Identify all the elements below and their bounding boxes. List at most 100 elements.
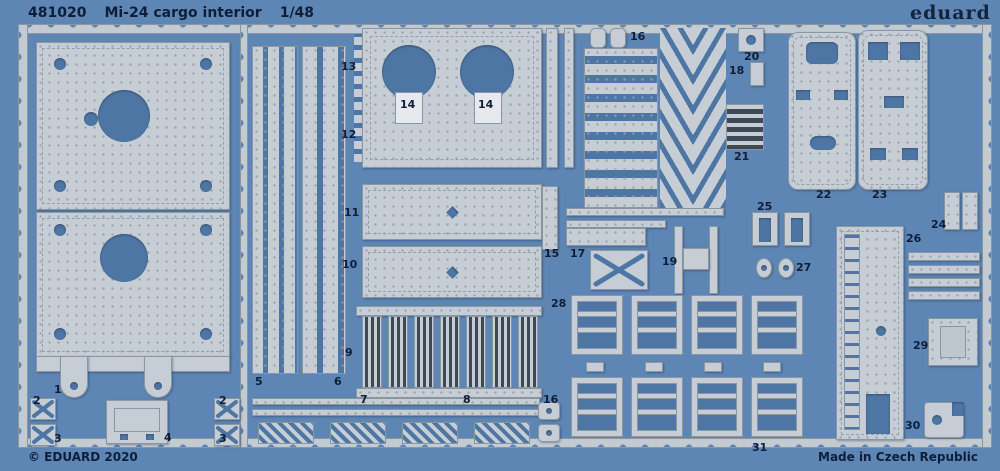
part-label: 30 (905, 419, 921, 432)
part-label: 9 (345, 346, 353, 359)
part-label: 18 (729, 64, 745, 77)
hole (70, 382, 78, 390)
block (683, 248, 709, 270)
hole (761, 265, 767, 271)
brand-logo: eduard (910, 2, 991, 24)
part-label: 29 (913, 339, 929, 352)
part-2-x-brace (214, 398, 240, 420)
cutout (884, 96, 904, 108)
part-3-x-brace (214, 424, 240, 446)
frame-bar (757, 311, 797, 317)
part-16 (590, 28, 606, 48)
product-title: Mi-24 cargo interior (104, 5, 262, 21)
etch-line (940, 326, 966, 358)
strip (908, 291, 980, 300)
hole (746, 35, 756, 45)
part-9-rib (518, 316, 538, 388)
cutout (870, 148, 886, 160)
cutout (868, 42, 888, 60)
slot (791, 218, 803, 242)
chevron-strips (660, 28, 726, 208)
cutout (810, 136, 836, 150)
bracket (645, 362, 663, 372)
frame-bar (697, 327, 737, 333)
notch (952, 402, 964, 416)
hole (460, 45, 514, 99)
hole (546, 408, 552, 414)
cutout (900, 42, 920, 60)
part-9-rail (356, 306, 542, 316)
hole (54, 180, 66, 192)
hatched-block (258, 422, 314, 444)
frame-bar (577, 409, 617, 415)
part-27 (778, 258, 794, 278)
part-18 (750, 62, 764, 86)
part-label: 6 (334, 375, 342, 388)
hatched-block (402, 422, 458, 444)
part-9-rib (440, 316, 460, 388)
slot-column (844, 234, 860, 430)
part-17-x-plate (590, 250, 648, 290)
part-9-rail (356, 388, 542, 398)
rail (709, 226, 718, 294)
bracket (704, 362, 722, 372)
hole (200, 224, 212, 236)
part-16 (538, 424, 560, 442)
fret-frame-mid-rail (240, 24, 248, 448)
part-28-frame (692, 296, 742, 354)
part-31-frame (752, 378, 802, 436)
scale: 1/48 (279, 5, 315, 21)
part-31-frame (692, 378, 742, 436)
part-label: 21 (734, 150, 750, 163)
hole (200, 328, 212, 340)
part-label: 11 (344, 206, 360, 219)
part-5-strips (252, 46, 298, 374)
part-25-channel (784, 212, 810, 246)
hole (54, 224, 66, 236)
frame-bar (577, 393, 617, 399)
part-19 (674, 226, 718, 294)
part-14-insert (474, 92, 502, 124)
part-23-panel (858, 30, 928, 190)
copyright: © EDUARD 2020 (28, 450, 138, 464)
frame-bar (757, 393, 797, 399)
bracket (586, 362, 604, 372)
hole (98, 90, 150, 142)
frame-bar (697, 393, 737, 399)
etch-line (114, 408, 160, 432)
part-9-rib (362, 316, 382, 388)
hole (546, 430, 552, 436)
frame-bar (697, 311, 737, 317)
strip (908, 252, 980, 261)
cutout (902, 148, 918, 160)
part-label: 26 (906, 232, 922, 245)
part-1-floor-panel-lower (36, 212, 230, 358)
frame-bar (637, 327, 677, 333)
part-8-rail (252, 409, 540, 416)
hole (783, 265, 789, 271)
cutout (834, 90, 848, 100)
hatched-block (330, 422, 386, 444)
hole (876, 326, 886, 336)
ladder-strips (584, 48, 658, 208)
rail (566, 220, 666, 228)
fret-frame-left (18, 24, 28, 448)
frame-bar (577, 327, 617, 333)
catalog-number: 481020 (28, 5, 87, 21)
part-9-rib (414, 316, 434, 388)
rail (674, 226, 683, 294)
cutout (806, 42, 838, 64)
part-28-frame (572, 296, 622, 354)
hole (54, 58, 66, 70)
part-1-tab (144, 356, 172, 398)
slot (759, 218, 771, 242)
hole (154, 382, 162, 390)
hatched-block (474, 422, 530, 444)
part-14-insert (395, 92, 423, 124)
hole (200, 58, 212, 70)
part-24 (962, 192, 978, 230)
part-25-channel (752, 212, 778, 246)
part-21-striped-block (726, 104, 764, 150)
frame-bar (577, 311, 617, 317)
part-label: 28 (551, 297, 567, 310)
